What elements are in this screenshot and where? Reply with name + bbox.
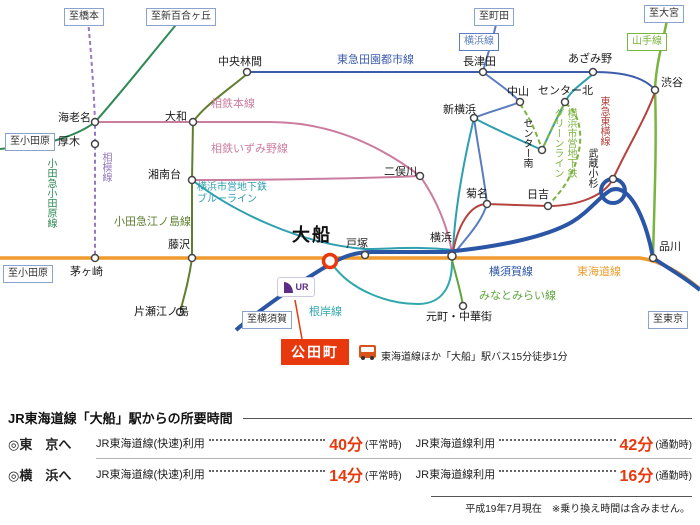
route-label: JR東海道線(快速)利用	[96, 469, 205, 481]
station-label-yamato: 大和	[165, 111, 187, 123]
destination-label: ◎東 京へ	[8, 436, 72, 452]
station-label-kikuna: 菊名	[466, 188, 488, 200]
time-value: 16分	[619, 468, 654, 485]
toyoko-line-path	[452, 91, 656, 253]
line-label-yokohama: 横浜線	[459, 33, 499, 51]
station-label-azamino: あざみ野	[568, 53, 612, 65]
time-note: (通勤時)	[655, 470, 693, 482]
station-label-yokohama: 横浜	[430, 232, 452, 244]
kudencho-pointer-line	[294, 299, 303, 340]
line-label-subway-blue-2: ブルーライン	[197, 194, 257, 205]
line-label-tokaido: 東海道線	[577, 266, 621, 278]
title-rule	[242, 418, 692, 419]
station-label-nakayama: 中山	[507, 86, 529, 98]
time-row-yokohama: ◎横 浜へ JR東海道線(快速)利用 14分 (平常時) JR東海道線利用 16…	[8, 459, 692, 489]
station-label-shin-yokohama: 新横浜	[443, 104, 476, 116]
ur-logo-text: UR	[295, 282, 309, 292]
line-label-yamanote: 山手線	[627, 33, 667, 51]
route-label: JR東海道線利用	[415, 469, 496, 481]
destination-label: ◎横 浜へ	[8, 467, 72, 483]
route-map: 至橋本 至新百合ヶ丘 至町田 至大宮 至小田原 至小田原 至横須賀 至東京 山手…	[0, 5, 700, 365]
route-label: JR東海道線利用	[415, 438, 496, 450]
station-label-shibuya: 渋谷	[661, 77, 683, 89]
station-label-katase-enoshima: 片瀬江ノ島	[134, 306, 189, 318]
station-label-atsugi: 厚木	[58, 136, 80, 148]
station-label-totsuka: 戸塚	[346, 238, 368, 250]
ur-logo: UR	[277, 277, 315, 297]
time-note: (平常時)	[365, 470, 402, 482]
ur-sail-icon	[283, 281, 293, 293]
time-note: (通勤時)	[655, 439, 693, 451]
dotted-leader	[208, 469, 326, 472]
terminal-yokosuka: 至横須賀	[242, 311, 292, 329]
terminal-hashimoto: 至橋本	[64, 8, 104, 26]
station-label-musashikosugi: 武蔵小杉	[586, 148, 597, 188]
line-label-sagami: 相模線	[100, 152, 111, 182]
dotted-leader	[499, 469, 616, 472]
line-label-minatomirai: みなとみらい線	[479, 290, 556, 302]
station-label-center-kita: センター北	[538, 85, 593, 97]
dotted-leader	[208, 438, 326, 441]
time-value: 42分	[619, 437, 654, 454]
time-value: 14分	[329, 468, 363, 485]
time-value: 40分	[329, 437, 363, 454]
station-label-motomachi: 元町・中華街	[426, 311, 492, 323]
line-label-sotetsu-main: 相鉄本線	[211, 98, 255, 110]
property-name-badge: 公田町	[281, 339, 349, 365]
line-label-subway-green: 横浜市営地下鉄グリーンライン	[552, 108, 576, 178]
ofuna-station-marker	[321, 252, 339, 270]
terminal-omiya: 至大宮	[644, 5, 684, 23]
line-label-denentoshi: 東急田園都市線	[337, 54, 414, 66]
station-label-nagatsuta: 長津田	[463, 56, 496, 68]
station-label-chigasaki: 茅ヶ崎	[70, 266, 103, 278]
line-label-tokyu-toyoko: 東急東横線	[598, 96, 609, 146]
station-label-shinagawa: 品川	[659, 241, 681, 253]
line-label-subway-blue-1: 横浜市営地下鉄	[197, 182, 267, 193]
terminal-machida: 至町田	[474, 8, 514, 26]
station-label-fujisawa: 藤沢	[168, 239, 190, 251]
station-label-shonandai: 湘南台	[148, 169, 181, 181]
terminal-odawara-tokaido: 至小田原	[3, 265, 53, 283]
yamanote-line-path	[651, 19, 669, 259]
odakyu-enoshima-line-path	[179, 73, 248, 313]
station-label-center-minami: センター南	[521, 118, 532, 168]
bus-icon	[359, 345, 376, 360]
negishi-line-path	[331, 261, 453, 306]
sotetsu-izumino-line-path	[191, 175, 421, 181]
time-note: (平常時)	[365, 439, 402, 451]
line-label-odakyu-enoshima: 小田急江ノ島線	[114, 216, 191, 228]
terminal-tokyo: 至東京	[648, 311, 688, 329]
dotted-leader	[499, 438, 616, 441]
station-label-chuorinkan: 中央林間	[218, 56, 262, 68]
row-divider	[96, 458, 692, 459]
minatomirai-line-path	[451, 259, 464, 307]
route-label: JR東海道線(快速)利用	[96, 438, 205, 450]
line-label-odakyu-odawara: 小田急小田原線	[45, 158, 56, 228]
access-time-panel: JR東海道線「大船」駅からの所要時間 ◎東 京へ JR東海道線(快速)利用 40…	[0, 400, 700, 525]
station-label-futamatagawa: 二俣川	[384, 166, 417, 178]
station-label-ebina: 海老名	[58, 112, 91, 124]
station-label-ofuna: 大船	[292, 225, 332, 245]
access-time-title: JR東海道線「大船」駅からの所要時間	[8, 410, 233, 426]
bus-access-note: 東海道線ほか「大船」駅バス15分徒歩1分	[381, 352, 568, 363]
line-label-negishi: 根岸線	[309, 306, 342, 318]
line-label-sotetsu-izumino: 相鉄いずみ野線	[211, 143, 288, 155]
line-label-yokosuka: 横須賀線	[489, 266, 533, 278]
odakyu-odawara-line-path	[0, 19, 181, 150]
sotetsu-main-line-path	[95, 121, 453, 254]
time-row-tokyo: ◎東 京へ JR東海道線(快速)利用 40分 (平常時) JR東海道線利用 42…	[8, 428, 692, 458]
sagami-line-path	[87, 19, 96, 258]
station-label-hiyoshi: 日吉	[527, 189, 549, 201]
footnote: 平成19年7月現在 ※乗り換え時間は含みません。	[431, 496, 692, 515]
subway-green-line-path	[519, 101, 582, 206]
terminal-odawara-odakyu: 至小田原	[5, 133, 55, 151]
route-map-canvas	[0, 19, 700, 340]
station-dots	[90, 67, 660, 317]
terminal-shin-yurigaoka: 至新百合ヶ丘	[146, 8, 216, 26]
